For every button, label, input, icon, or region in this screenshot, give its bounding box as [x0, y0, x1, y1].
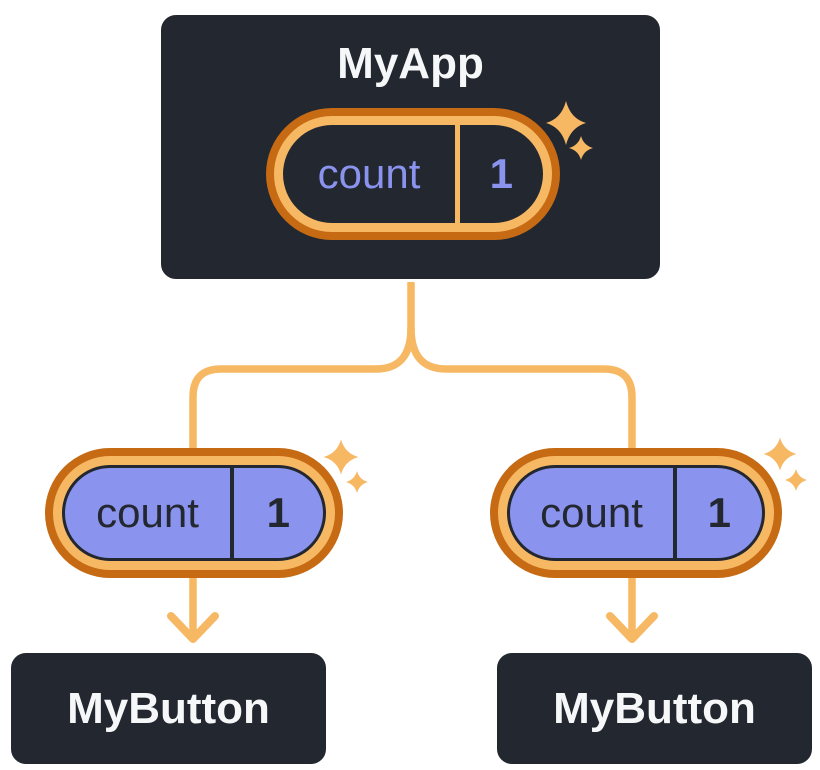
left-child-component-name: MyButton	[67, 683, 270, 733]
left-arrow-down-icon	[167, 612, 219, 643]
right-child-component-name: MyButton	[553, 683, 756, 733]
state-pill: count 1	[266, 108, 560, 240]
right-arrow-down-icon	[606, 612, 658, 643]
state-pill-inner-ring: count 1	[274, 116, 552, 232]
sparkle-icon	[763, 437, 797, 471]
right-child-component-box: MyButton	[494, 650, 815, 767]
right-prop-value: 1	[707, 489, 731, 536]
state-pill-divider	[455, 125, 460, 223]
right-prop-pill: count 1	[490, 448, 782, 578]
sparkle-icon	[346, 471, 368, 493]
right-prop-pill-inner-ring: count 1	[498, 456, 774, 570]
state-value: 1	[489, 150, 513, 197]
left-prop-pill-inner-ring: count 1	[53, 456, 335, 570]
sparkle-icon	[785, 469, 807, 491]
state-name: count	[317, 150, 421, 197]
left-prop-name: count	[96, 489, 199, 536]
right-prop-pill-divider	[673, 468, 677, 558]
parent-component-box: MyApp count 1	[158, 12, 663, 282]
sparkle-icon	[323, 439, 359, 475]
left-child-component-box: MyButton	[8, 650, 329, 767]
parent-component-name: MyApp	[337, 39, 484, 88]
right-prop-name: count	[540, 489, 643, 536]
left-prop-value: 1	[266, 489, 290, 536]
left-prop-pill: count 1	[45, 448, 343, 578]
